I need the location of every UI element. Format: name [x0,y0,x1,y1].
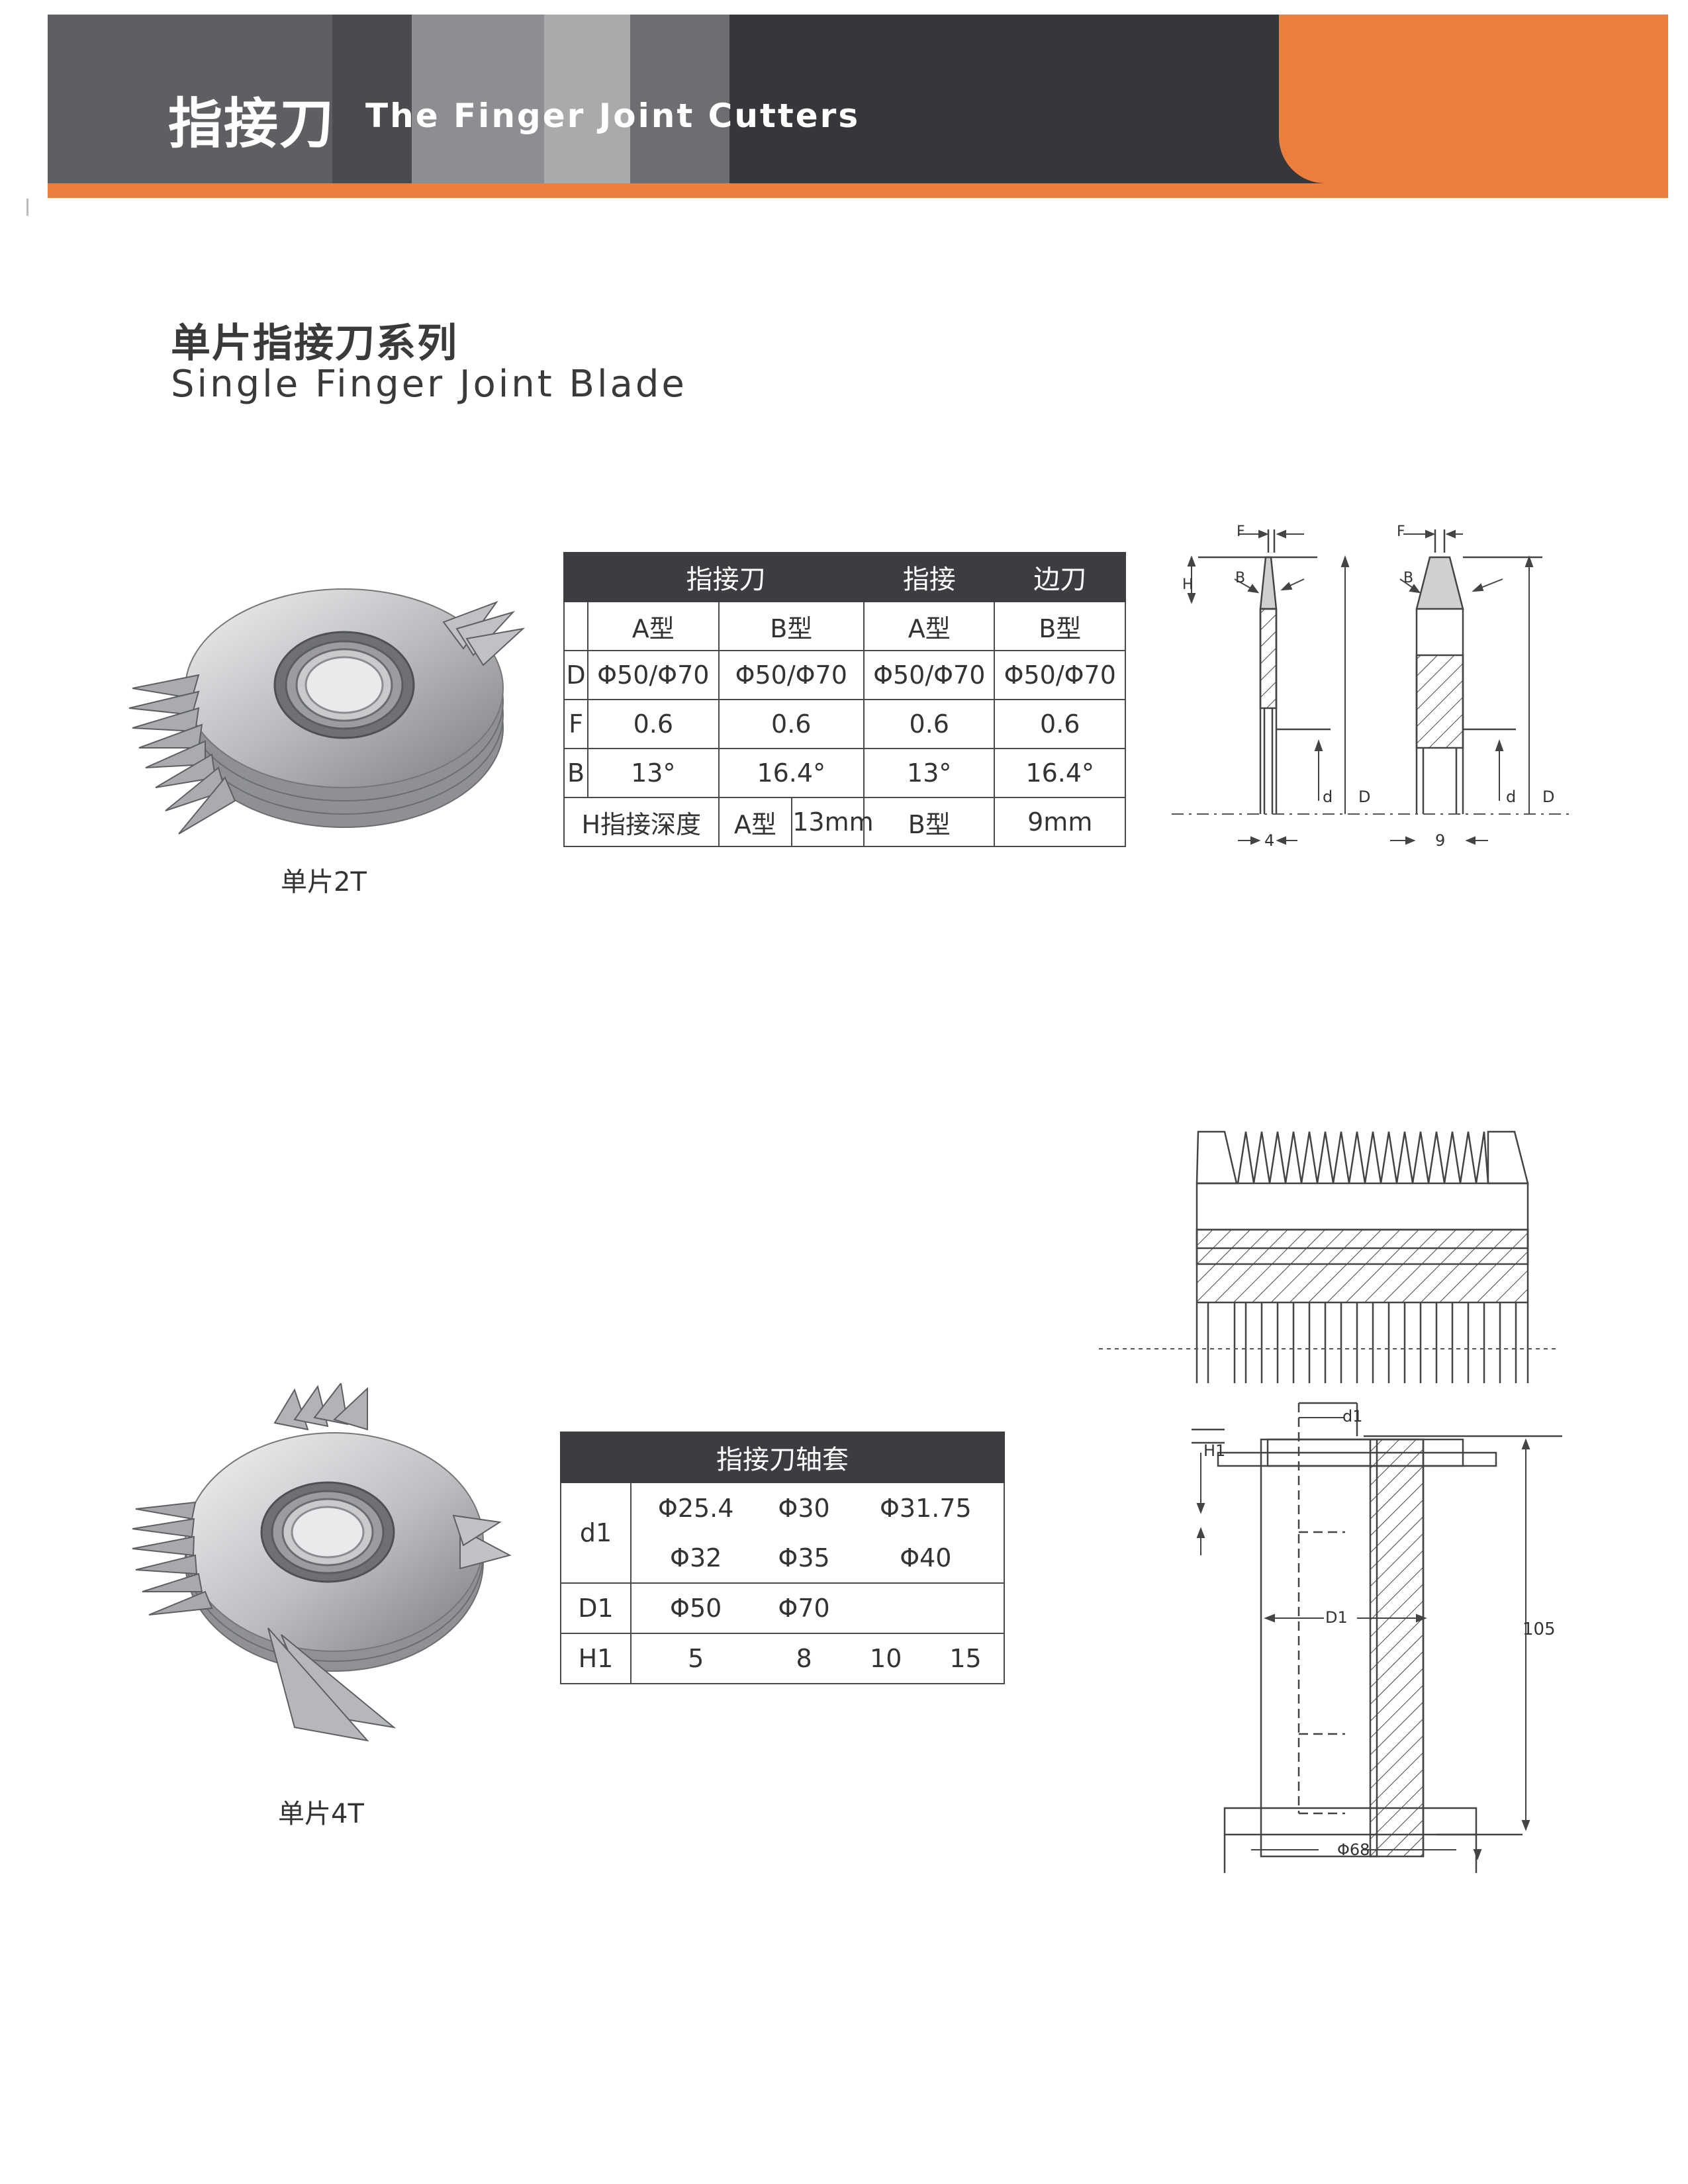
row-label-D1: D1 [560,1582,632,1634]
table-cell: Φ70 [760,1582,848,1634]
label-D-left: D [1358,788,1370,806]
table-cell: 0.6 [587,699,720,749]
table-row: B 13° 16.4° 13° 16.4° [563,748,1126,798]
type-row: A型 B型 A型 B型 [563,601,1126,651]
page-title-zh: 指接刀 [168,93,336,156]
table-cell: Φ50/Φ70 [587,650,720,700]
label-width-b: 9 [1435,831,1445,850]
row-label: D [563,650,589,700]
row-label-d1: d1 [560,1482,632,1584]
table-cell: Φ25.4 [630,1482,761,1533]
table-cell: 8 [760,1633,848,1684]
label-width-a: 4 [1264,831,1274,850]
table-row: Φ32 Φ35 Φ40 [561,1533,1006,1584]
depth-type-a: A型 [720,798,793,846]
depth-value-b: 9mm [994,797,1126,847]
table-cell: Φ32 [630,1533,761,1584]
table-cell: 16.4° [718,748,865,798]
blade-spec-table: 指接刀 指接 边刀 A型 B型 A型 B型 D Φ50/Φ70 Φ50/Φ70 … [563,552,1126,847]
label-F-right: F [1397,523,1405,540]
table-cell: 5 [630,1633,761,1684]
blade-stack-drawing [1099,1130,1556,1383]
header-edge-cutter: 边刀 [994,552,1126,602]
row-label-H1: H1 [560,1633,632,1684]
blade-4t-photo [132,1383,512,1742]
blade-2t-photo [128,588,526,835]
table-cell: 13° [587,748,720,798]
page-title-en: The Finger Joint Cutters [365,97,861,135]
table-header-row: 指接刀轴套 [560,1432,1005,1483]
table-cell: Φ50/Φ70 [994,650,1126,700]
caption-2t: 单片2T [281,867,367,897]
binding-mark [26,199,34,216]
table-cell: 10 [870,1644,902,1673]
label-d-right: d [1506,788,1516,806]
table-cell: 0.6 [718,699,865,749]
label-d-left: d [1323,788,1333,806]
type-cell: B型 [718,601,865,651]
type-cell: A型 [863,601,996,651]
table-row: d1 Φ25.4 Φ30 Φ31.75 [560,1482,1006,1584]
depth-value-a: 13mm [792,807,874,837]
table-row: H1 5 8 10 15 [560,1633,1006,1684]
sleeve-drawing: d1 H1 D1 105 Φ68 [1192,1402,1562,1873]
depth-row: H指接深度 A型 13mm B型 9mm [563,797,1126,847]
depth-label: H指接深度 [581,809,702,839]
type-cell: B型 [994,601,1126,651]
table-cell: 13° [863,748,996,798]
table-row: D1 Φ50 Φ70 [560,1582,1006,1634]
table-cell: Φ50/Φ70 [863,650,996,700]
row-label: B [563,748,589,798]
label-D-right: D [1542,788,1554,806]
row-label: F [563,699,589,749]
label-B-left: B [1235,570,1245,586]
section-title-zh: 单片指接刀系列 [171,320,458,367]
type-cell: A型 [587,601,720,651]
label-H: H [1182,576,1194,593]
label-B-right: B [1403,570,1413,586]
table-cell: 15 [949,1644,982,1673]
label-d1: d1 [1342,1407,1363,1426]
header-finger-cutter: 指接刀 [587,552,865,602]
table-row: F 0.6 0.6 0.6 0.6 [563,699,1126,749]
table-cell: Φ40 [847,1533,1006,1584]
label-base-diameter: Φ68 [1337,1841,1370,1859]
sleeve-spec-table: 指接刀轴套 d1 Φ25.4 Φ30 Φ31.75 Φ32 Φ35 Φ40 D1… [560,1432,1006,1684]
table-header-row: 指接刀 指接 边刀 [563,552,1126,602]
label-D1: D1 [1325,1608,1348,1627]
sleeve-table-title: 指接刀轴套 [560,1432,1005,1483]
header-finger: 指接 [863,552,996,602]
label-F-left: F [1237,523,1245,540]
table-cell: Φ50 [630,1582,761,1634]
table-cell: Φ35 [760,1533,848,1584]
section-title-en: Single Finger Joint Blade [171,363,687,406]
caption-4t: 单片4T [278,1799,364,1829]
table-cell: Φ31.75 [847,1482,1006,1533]
depth-type-b: B型 [863,797,996,847]
table-cell: 16.4° [994,748,1126,798]
label-height: 105 [1523,1619,1556,1639]
table-cell: 0.6 [994,699,1126,749]
table-cell: 0.6 [863,699,996,749]
label-H1: H1 [1203,1441,1225,1460]
header-banner: 指接刀 The Finger Joint Cutters [48,15,1668,205]
table-row: D Φ50/Φ70 Φ50/Φ70 Φ50/Φ70 Φ50/Φ70 [563,650,1126,700]
table-cell: Φ50/Φ70 [718,650,865,700]
blade-profile-drawing: F F H B B d D d D 4 9 [1172,523,1569,850]
table-cell: Φ30 [760,1482,848,1533]
